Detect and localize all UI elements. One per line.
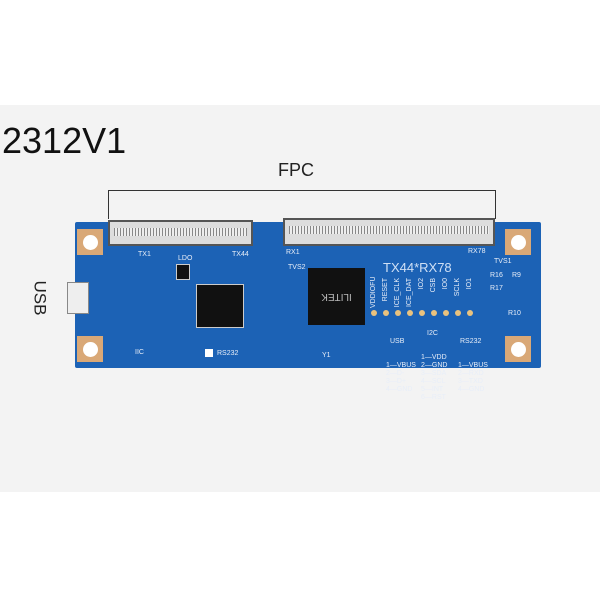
ic-chip <box>196 284 244 328</box>
pad-label: SCLK <box>454 278 461 297</box>
pad-label: ICE_CLK <box>394 278 401 308</box>
label-r16: R16 <box>490 272 503 279</box>
mounting-hole <box>505 336 531 362</box>
pinout-line: 5—INT <box>421 386 444 393</box>
fpc-bracket <box>108 190 496 219</box>
pinout-line: 1—VDD <box>421 354 447 361</box>
pad-label: IO2 <box>418 278 425 290</box>
label-rx1: RX1 <box>286 249 300 256</box>
test-pad <box>419 310 425 316</box>
pinout-line: 4—GND <box>386 386 413 393</box>
label-tvs2: TVS2 <box>288 264 306 271</box>
controller-chip: ILITEK <box>308 268 365 325</box>
fpc-connector-rx <box>283 218 495 246</box>
pinout-line: 1—VBUS <box>386 362 416 369</box>
tx-rx-label: TX44*RX78 <box>383 260 452 275</box>
label-tx44: TX44 <box>232 251 249 258</box>
label-r10: R10 <box>508 310 521 317</box>
label-iic: IIC <box>135 349 144 356</box>
pinout-line: 2—D- <box>386 370 405 377</box>
label-rx78: RX78 <box>468 248 486 255</box>
label-tx1: TX1 <box>138 251 151 258</box>
label-y1: Y1 <box>322 352 331 359</box>
pinout-line: 4—SCL <box>421 378 446 385</box>
pinout-line: 2—GND <box>421 362 448 369</box>
pinout-line: 6—RST <box>421 394 446 401</box>
test-pad <box>467 310 473 316</box>
rs232-pad <box>205 349 213 357</box>
test-pad <box>443 310 449 316</box>
pinout-line: 1—VBUS <box>458 362 488 369</box>
pinout-line: 4—GND <box>458 386 485 393</box>
test-pads: VDDIOFU RESET ICE_CLK ICE_DAT IO2 CSB IO0 SCLK I… <box>370 276 480 318</box>
mounting-hole <box>77 229 103 255</box>
fpc-label: FPC <box>278 160 314 180</box>
fpc-connector-tx <box>108 220 253 246</box>
pad-label: IO0 <box>442 278 449 290</box>
label-ldo: LDO <box>178 255 193 262</box>
pad-label: RESET <box>382 278 389 302</box>
pinout-line: 3—SDA <box>421 370 447 377</box>
ldo-chip <box>176 264 190 280</box>
usb-connector <box>67 282 89 314</box>
rs232-pinout-heading: RS232 <box>460 338 482 345</box>
test-pad <box>407 310 413 316</box>
test-pad <box>395 310 401 316</box>
test-pad <box>455 310 461 316</box>
pinout-line: 3—TXD <box>458 378 483 385</box>
pinout-line: 2—RXD <box>458 370 484 377</box>
label-r9: R9 <box>512 272 521 279</box>
label-rs232-connector: RS232 <box>217 350 239 357</box>
test-pad <box>371 310 377 316</box>
label-r17: R17 <box>490 285 503 292</box>
pad-label: CSB <box>430 278 437 293</box>
test-pad <box>431 310 437 316</box>
mounting-hole <box>77 336 103 362</box>
pinout-line: 3—D+ <box>386 378 407 385</box>
i2c-pinout-heading: I2C <box>427 330 438 337</box>
model-title: 2312V1 <box>2 120 127 161</box>
pad-label: ICE_DAT <box>406 278 413 308</box>
usb-label: USB <box>30 280 50 316</box>
usb-pinout-heading: USB <box>390 338 405 345</box>
mounting-hole <box>505 229 531 255</box>
pad-label: VDDIOFU <box>370 276 377 309</box>
test-pad <box>383 310 389 316</box>
pad-label: IO1 <box>466 278 473 290</box>
label-tvs1: TVS1 <box>494 258 512 265</box>
